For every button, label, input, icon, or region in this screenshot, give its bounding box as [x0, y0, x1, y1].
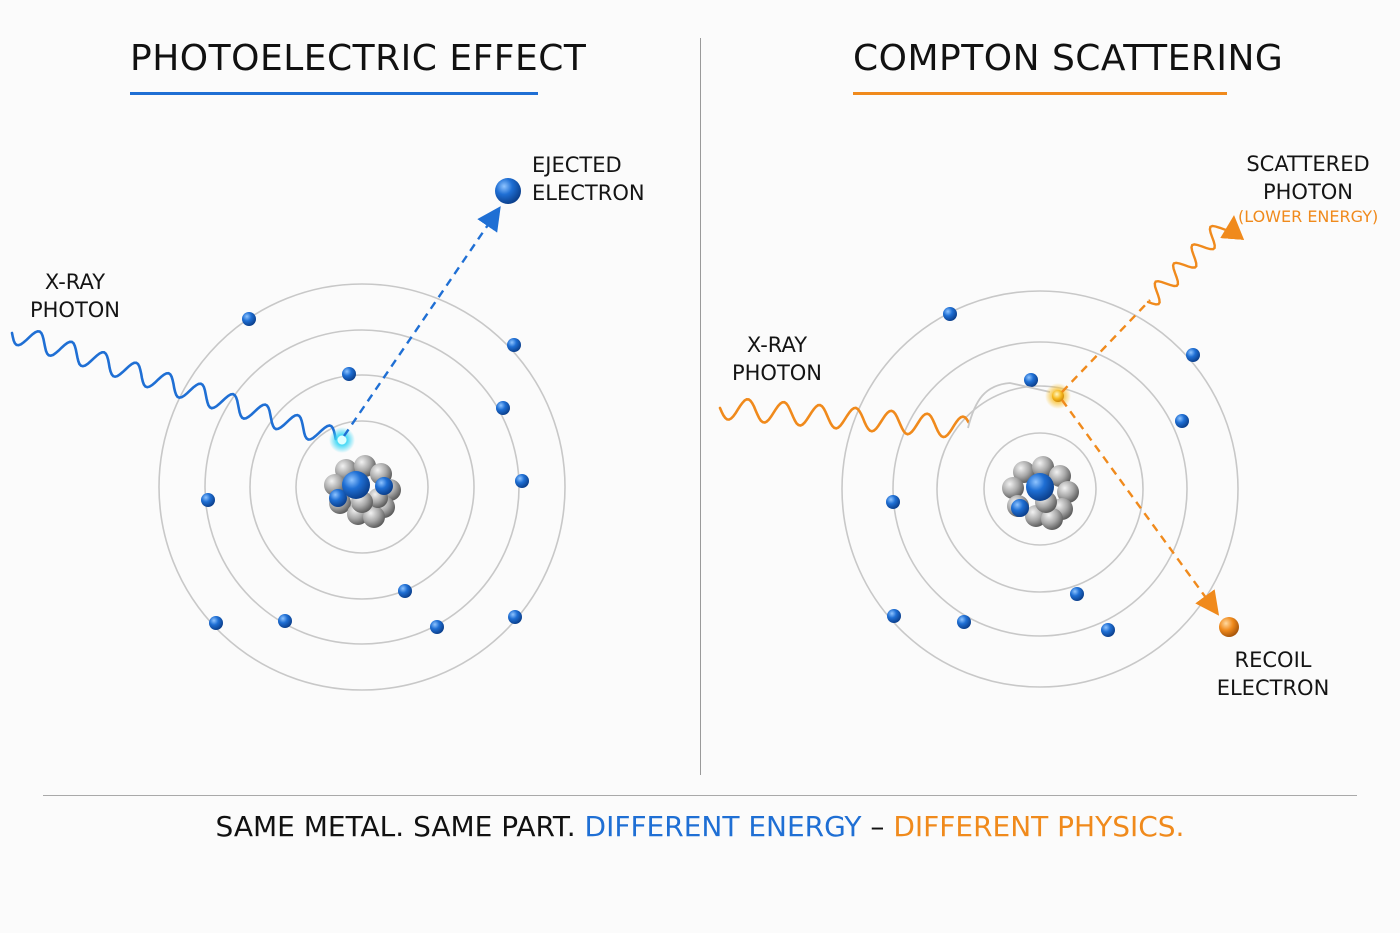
left-xray-photon-label: X-RAY PHOTON: [20, 268, 130, 324]
electron: [1101, 623, 1115, 637]
photoelectric-title-underline: [130, 92, 538, 95]
left-ejection-arrow: [343, 206, 501, 437]
right-scattered-photon-wave: [1146, 215, 1245, 306]
left-orbit-2: [249, 374, 475, 600]
label-line: SCATTERED: [1246, 152, 1370, 176]
left-xray-photon-wave: [10, 329, 337, 441]
right-xray-photon-wave: [718, 397, 970, 439]
electron: [209, 616, 223, 630]
caption-dash: –: [861, 810, 894, 843]
caption-part-1: SAME METAL. SAME PART.: [215, 810, 585, 843]
right-recoil-electron-label: RECOIL ELECTRON: [1216, 646, 1330, 702]
lower-energy-note: (LOWER ENERGY): [1238, 207, 1379, 226]
electron: [1070, 587, 1084, 601]
electron: [507, 338, 521, 352]
right-nucleus: [1002, 456, 1079, 530]
electron: [1024, 373, 1038, 387]
photoelectric-title: PHOTOELECTRIC EFFECT: [130, 38, 587, 79]
compton-title-underline: [853, 92, 1227, 95]
electron: [342, 367, 356, 381]
electron: [943, 307, 957, 321]
caption-different-physics: DIFFERENT PHYSICS.: [893, 810, 1185, 843]
electron: [430, 620, 444, 634]
right-xray-photon-label: X-RAY PHOTON: [722, 331, 832, 387]
caption-separator: [43, 795, 1357, 796]
label-line: X-RAY: [44, 270, 106, 294]
electron: [201, 493, 215, 507]
label-line: EJECTED: [532, 153, 622, 177]
compton-title: COMPTON SCATTERING: [853, 38, 1284, 79]
label-line: PHOTON: [731, 361, 823, 385]
right-recoil-electron: [1219, 617, 1239, 637]
label-line: ELECTRON: [1216, 676, 1330, 700]
right-orbit-4: [841, 290, 1239, 688]
electron: [508, 610, 522, 624]
electron: [515, 474, 529, 488]
right-orbit-1: [983, 432, 1097, 546]
electron: [496, 401, 510, 415]
electron: [398, 584, 412, 598]
right-photon-path-to-electron: [967, 382, 1051, 429]
electron: [957, 615, 971, 629]
bottom-caption: SAME METAL. SAME PART. DIFFERENT ENERGY …: [0, 810, 1400, 843]
left-orbit-4: [158, 283, 566, 691]
label-line: ELECTRON: [532, 181, 645, 205]
left-orbit-1: [295, 420, 429, 554]
left-electrons: [201, 312, 529, 634]
electron: [242, 312, 256, 326]
right-atom: [718, 215, 1245, 688]
electron: [1175, 414, 1189, 428]
right-struck-electron: [1052, 390, 1064, 402]
right-scattered-photon-label: SCATTERED PHOTON (LOWER ENERGY): [1238, 150, 1378, 228]
left-atom: [10, 178, 566, 691]
left-ejected-electron-label: EJECTED ELECTRON: [532, 151, 652, 207]
label-line: RECOIL: [1234, 648, 1312, 672]
right-recoil-arrow: [1061, 399, 1220, 616]
caption-different-energy: DIFFERENT ENERGY: [584, 810, 862, 843]
right-scattered-dashed: [1061, 299, 1151, 393]
electron: [1186, 348, 1200, 362]
electron: [887, 609, 901, 623]
right-electrons: [886, 307, 1200, 637]
right-orbit-3: [892, 341, 1188, 637]
left-nucleus: [324, 455, 401, 528]
electron: [278, 614, 292, 628]
electron: [886, 495, 900, 509]
right-orbit-2: [936, 385, 1144, 593]
label-line: PHOTON: [29, 298, 121, 322]
label-line: X-RAY: [746, 333, 808, 357]
panel-divider: [700, 38, 701, 775]
label-line: PHOTON: [1262, 180, 1354, 204]
left-ejected-electron: [495, 178, 521, 204]
